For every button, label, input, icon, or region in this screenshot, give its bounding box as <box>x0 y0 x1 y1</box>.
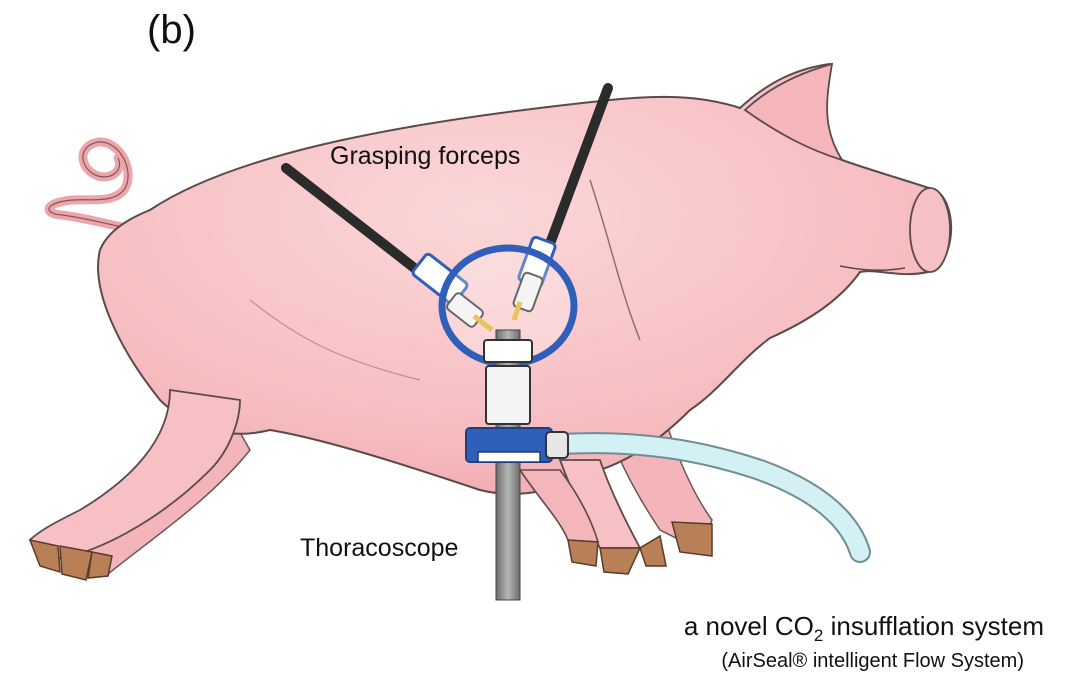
panel-label: (b) <box>147 8 196 53</box>
insufflation-system-subtitle: (AirSeal® intelligent Flow System) <box>721 650 1024 673</box>
system-subscript: 2 <box>814 626 823 645</box>
system-prefix: a novel CO <box>684 611 814 641</box>
system-suffix: insufflation system <box>823 611 1044 641</box>
thoracoscope-label: Thoracoscope <box>300 534 458 563</box>
grasping-forceps-label: Grasping forceps <box>330 142 520 171</box>
insufflation-system-label: a novel CO2 insufflation system <box>684 611 1044 646</box>
pig-snout <box>910 188 950 272</box>
